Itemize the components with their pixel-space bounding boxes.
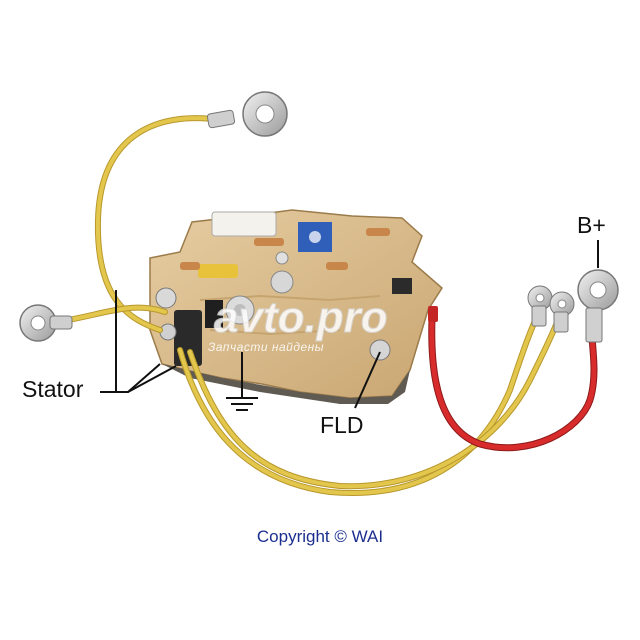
red-wire: [428, 306, 598, 452]
ground-symbol: [226, 352, 258, 411]
watermark-subtitle: Запчасти найдены: [208, 340, 325, 354]
board-components: [155, 211, 412, 366]
copyright-text: Copyright © WAI: [256, 527, 384, 546]
yellow-wires: [53, 115, 561, 496]
ring-terminal-top: [206, 91, 288, 137]
callout-lines: [100, 240, 599, 409]
ring-terminal-left: [19, 304, 73, 342]
svg-text:avto.pro: avto.pro: [214, 293, 388, 342]
b-plus-label: B+: [577, 212, 606, 238]
watermark-logo: avto.pro: [214, 293, 389, 343]
fld-label: FLD: [320, 412, 364, 438]
ring-terminals-right: [527, 269, 619, 343]
stator-label: Stator: [22, 376, 84, 402]
